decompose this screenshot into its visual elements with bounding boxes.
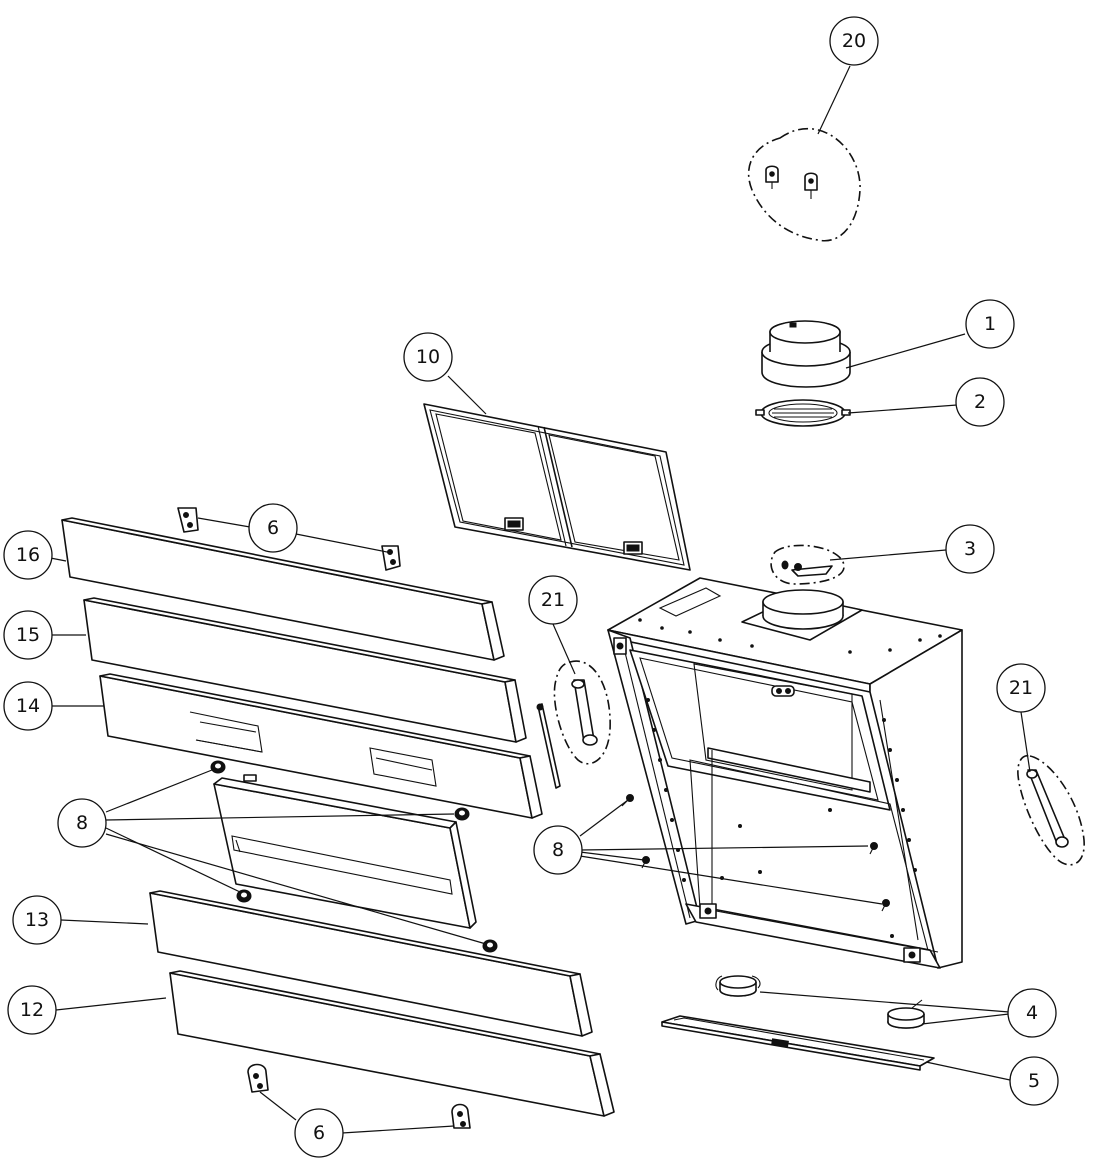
callout-15: 15 [3, 610, 53, 660]
callout-label: 6 [313, 1122, 325, 1144]
motor-icon [715, 975, 761, 997]
callout-2: 2 [955, 377, 1005, 427]
screw-icon [621, 794, 890, 912]
bracket-icon [804, 172, 818, 199]
part-5-tray [661, 1015, 935, 1071]
callout-1: 1 [965, 299, 1015, 349]
callout-label: 14 [16, 695, 40, 717]
callout-8-right: 8 [533, 825, 583, 875]
callout-label: 12 [20, 999, 44, 1021]
callout-label: 3 [964, 538, 976, 560]
callout-label: 15 [16, 624, 40, 646]
hood-screw-holes [638, 618, 942, 938]
part-12-panel [169, 970, 615, 1117]
callout-13: 13 [12, 895, 62, 945]
callout-label: 20 [842, 30, 866, 52]
callout-label: 1 [984, 313, 996, 335]
callout-6-bottom: 6 [294, 1108, 344, 1158]
part-14-panel [99, 673, 543, 819]
callout-16: 16 [3, 530, 53, 580]
callout-label: 8 [552, 839, 564, 861]
motor-icon [887, 999, 925, 1029]
callout-label: 21 [541, 589, 565, 611]
part-8-grommets [210, 760, 498, 953]
callout-label: 8 [76, 812, 88, 834]
callout-label: 2 [974, 391, 986, 413]
part-10-filter [423, 403, 691, 571]
callout-21-left: 21 [528, 575, 578, 625]
bracket-icon [765, 165, 779, 189]
part-21-rod-detail-right [1017, 754, 1085, 866]
callout-14: 14 [3, 681, 53, 731]
part-4-motors [715, 975, 925, 1029]
part-21-rod-detail-left [536, 660, 611, 789]
grommet-icon [210, 760, 226, 774]
callout-label: 4 [1026, 1002, 1038, 1024]
callout-12: 12 [7, 985, 57, 1035]
callout-label: 16 [16, 544, 40, 566]
leader-lines [39, 65, 1031, 1134]
part-6-hinge-bottom [247, 1063, 471, 1129]
part-20-bracket-detail [747, 127, 861, 242]
callout-label: 10 [416, 346, 440, 368]
callout-label: 6 [267, 517, 279, 539]
part-15-panel [83, 597, 527, 743]
grommet-icon [482, 939, 498, 953]
callout-21-right: 21 [996, 663, 1046, 713]
callout-label: 21 [1009, 677, 1033, 699]
grommet-icon [236, 889, 252, 903]
grommet-icon [454, 807, 470, 821]
part-16-panel [61, 517, 505, 661]
callout-label: 13 [25, 909, 49, 931]
callout-10: 10 [403, 332, 453, 382]
callout-4: 4 [1007, 988, 1057, 1038]
callout-label: 5 [1028, 1070, 1040, 1092]
part-3-clip-detail [770, 544, 845, 585]
callout-6-top: 6 [248, 503, 298, 553]
part-13-panel [149, 890, 593, 1037]
callout-8-left: 8 [57, 798, 107, 848]
hood-body [607, 577, 963, 969]
callout-20: 20 [829, 16, 879, 66]
callout-5: 5 [1009, 1056, 1059, 1106]
part-2-grille-ring [755, 399, 851, 427]
callout-3: 3 [945, 524, 995, 574]
part-1-duct-collar [761, 320, 851, 388]
